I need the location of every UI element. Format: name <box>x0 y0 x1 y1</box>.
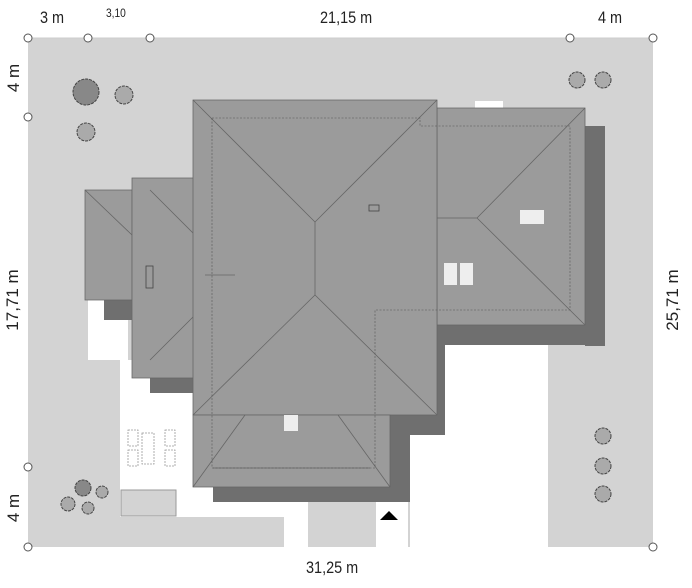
pool <box>120 489 177 517</box>
dimension-right-total: 25,71 m <box>663 269 682 331</box>
dimension-bottom-total: 31,25 m <box>306 558 359 577</box>
dimension-left-top: 4 m <box>4 63 23 93</box>
dimension-top-left: 3 m <box>40 8 65 27</box>
dimension-left-middle: 17,71 m <box>3 269 22 331</box>
chimney-icon <box>145 265 154 289</box>
dimension-markers <box>23 33 658 552</box>
trees <box>60 71 612 515</box>
entrance-marker-icon <box>380 511 398 520</box>
dimension-top-small: 3,10 <box>106 6 126 20</box>
dimension-top-right: 4 m <box>598 8 623 27</box>
chimney-icon <box>368 204 380 212</box>
skylights <box>284 210 544 431</box>
roof <box>84 99 586 488</box>
patio-furniture <box>127 429 176 467</box>
dimension-left-bottom: 4 m <box>4 493 23 523</box>
wall-outline <box>211 117 571 469</box>
dimension-top-main: 21,15 m <box>320 8 373 27</box>
